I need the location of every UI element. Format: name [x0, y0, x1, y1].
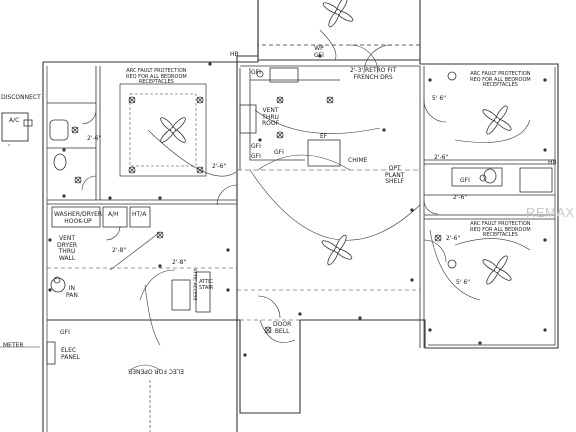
- gfi-label: GFI: [60, 329, 70, 336]
- afci-note-bedroom-2: ARC FAULT PROTECTION REQ FOR ALL BEDROOM…: [470, 221, 531, 238]
- opener-note: ELEC FOR OPENER: [128, 367, 184, 375]
- afci-note-living: ARC FAULT PROTECTION REQ FOR ALL BEDROOM…: [126, 68, 187, 85]
- ceiling-fan-icon: [160, 0, 512, 285]
- air-handler-label: A/H: [108, 211, 119, 218]
- plant-shelf-label: OPT PLANT SHELF: [385, 165, 405, 185]
- meter-label: METER: [3, 342, 24, 349]
- hose-bib-top: HB: [230, 51, 239, 58]
- attic-access-label: ATTIC ACCESS: [191, 268, 197, 301]
- water-heater-pan-label: IN PAN: [66, 285, 78, 299]
- hr-label: HT/A: [132, 211, 147, 218]
- dimension-label: 2'-8": [112, 247, 127, 254]
- attic-stair-label: ATTIC STAIR: [199, 279, 214, 291]
- dimension-label: 5' 6": [432, 95, 446, 102]
- dimension-label: 2'-8": [172, 259, 187, 266]
- dryer-vent-label: VENT DRYER THRU WALL: [57, 235, 78, 262]
- wp-gfi-label: WP GFI: [314, 45, 324, 59]
- gfi-label: GFI: [251, 153, 261, 160]
- gfi-label: GFI: [274, 149, 284, 156]
- afci-note-bedroom-1: ARC FAULT PROTECTION REQ FOR ALL BEDROOM…: [470, 71, 531, 88]
- watermark-logo: REMAX: [526, 205, 575, 220]
- smoke-detector-icon: [53, 71, 457, 284]
- exterior-wall: [43, 0, 259, 63]
- receptacle-icon: [48, 54, 547, 357]
- dimension-label: 5' 6": [456, 279, 470, 286]
- dimension-label: 2'-6": [453, 194, 468, 201]
- ac-unit-label: A/C: [9, 117, 20, 124]
- door-bell-label: DOOR BELL: [273, 321, 292, 335]
- dimension-label: 2'-6": [212, 163, 227, 170]
- washer-dryer-label: WASHER/DRYER HOOK-UP: [54, 211, 103, 225]
- gfi-label: GFI: [251, 143, 261, 150]
- gfi-label: GFI: [460, 177, 470, 184]
- hose-bib-right: HB: [548, 159, 557, 166]
- elec-panel-label: ELEC PANEL: [61, 347, 80, 361]
- exhaust-fan-label: EF: [320, 133, 328, 140]
- french-doors-note: 2'-3' RETRO FIT FRENCH DRS: [350, 67, 397, 81]
- gfi-label: GFI: [251, 69, 261, 76]
- chime-label: CHIME: [348, 157, 368, 164]
- dimension-label: 2'-6": [87, 135, 102, 142]
- disconnect-label: DISCONNECT: [1, 94, 41, 101]
- dimension-label: 2'-6": [446, 235, 461, 242]
- vent-roof-label: VENT THRU ROOF: [262, 107, 280, 127]
- dimension-label: 2'-6": [434, 154, 449, 161]
- ceiling-light-icon: [71, 70, 487, 334]
